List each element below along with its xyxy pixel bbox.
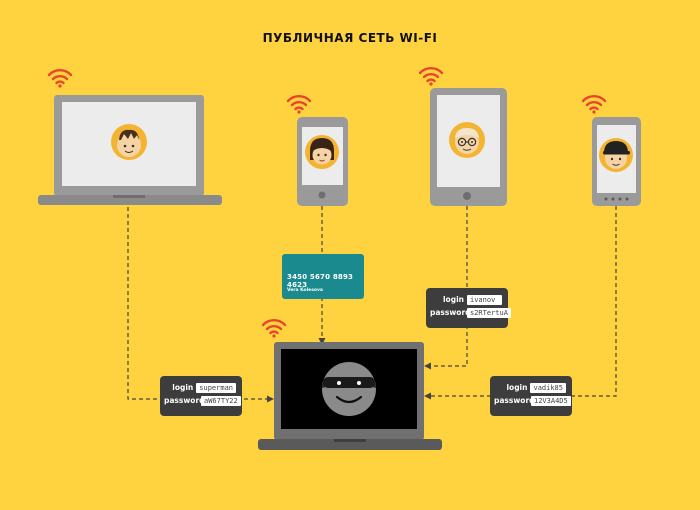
credit-card: 3450 5670 8893 4623 Vera Kolesova: [282, 254, 364, 299]
line-laptop-to-attacker: [127, 207, 272, 400]
wifi-icon: [261, 318, 287, 339]
password-label: password: [164, 396, 205, 405]
glasses-face-icon: [449, 122, 485, 158]
cap-face-icon: [599, 138, 633, 172]
smartphone-device-2: [581, 94, 641, 206]
line-tablet-to-attacker: [427, 206, 468, 367]
masked-hacker-icon: [322, 362, 376, 416]
card-number: 3450 5670 8893 4623: [287, 273, 354, 289]
diagram-title: ПУБЛИЧНАЯ СЕТЬ WI-FI: [262, 31, 438, 45]
wifi-icon: [47, 68, 73, 89]
login-label: login: [442, 295, 464, 304]
credentials-box-middle: login ivanov password s2RTertuA: [426, 288, 511, 328]
credentials-box-right: login vadik85 password 12V3A4D5: [490, 376, 572, 416]
login-value: ivanov: [467, 294, 502, 305]
arrow-tablet: [424, 362, 431, 370]
arrow-right: [424, 392, 431, 400]
smartphone-device: [286, 94, 348, 206]
password-value: aW67TY22: [201, 395, 241, 406]
wifi-icon: [581, 94, 607, 115]
attacker-laptop: [258, 318, 442, 450]
laptop-device: [38, 68, 222, 205]
arrowheads: [267, 338, 431, 403]
male-face-icon: [111, 124, 147, 160]
arrow-top: [318, 338, 326, 345]
password-label: password: [430, 308, 471, 317]
login-value: vadik85: [530, 382, 566, 393]
password-value: s2RTertuA: [467, 307, 511, 318]
login-label: login: [506, 383, 528, 392]
password-label: password: [494, 396, 535, 405]
credentials-box-left: login superman password aW67TY22: [160, 376, 242, 416]
wifi-icon: [418, 66, 444, 87]
wifi-icon: [286, 94, 312, 115]
arrow-left: [267, 395, 274, 403]
female-face-icon: [305, 135, 339, 169]
login-label: login: [172, 383, 194, 392]
tablet-device: [418, 66, 507, 206]
password-value: 12V3A4D5: [531, 395, 571, 406]
login-value: superman: [196, 382, 236, 393]
card-owner: Vera Kolesova: [287, 288, 323, 293]
